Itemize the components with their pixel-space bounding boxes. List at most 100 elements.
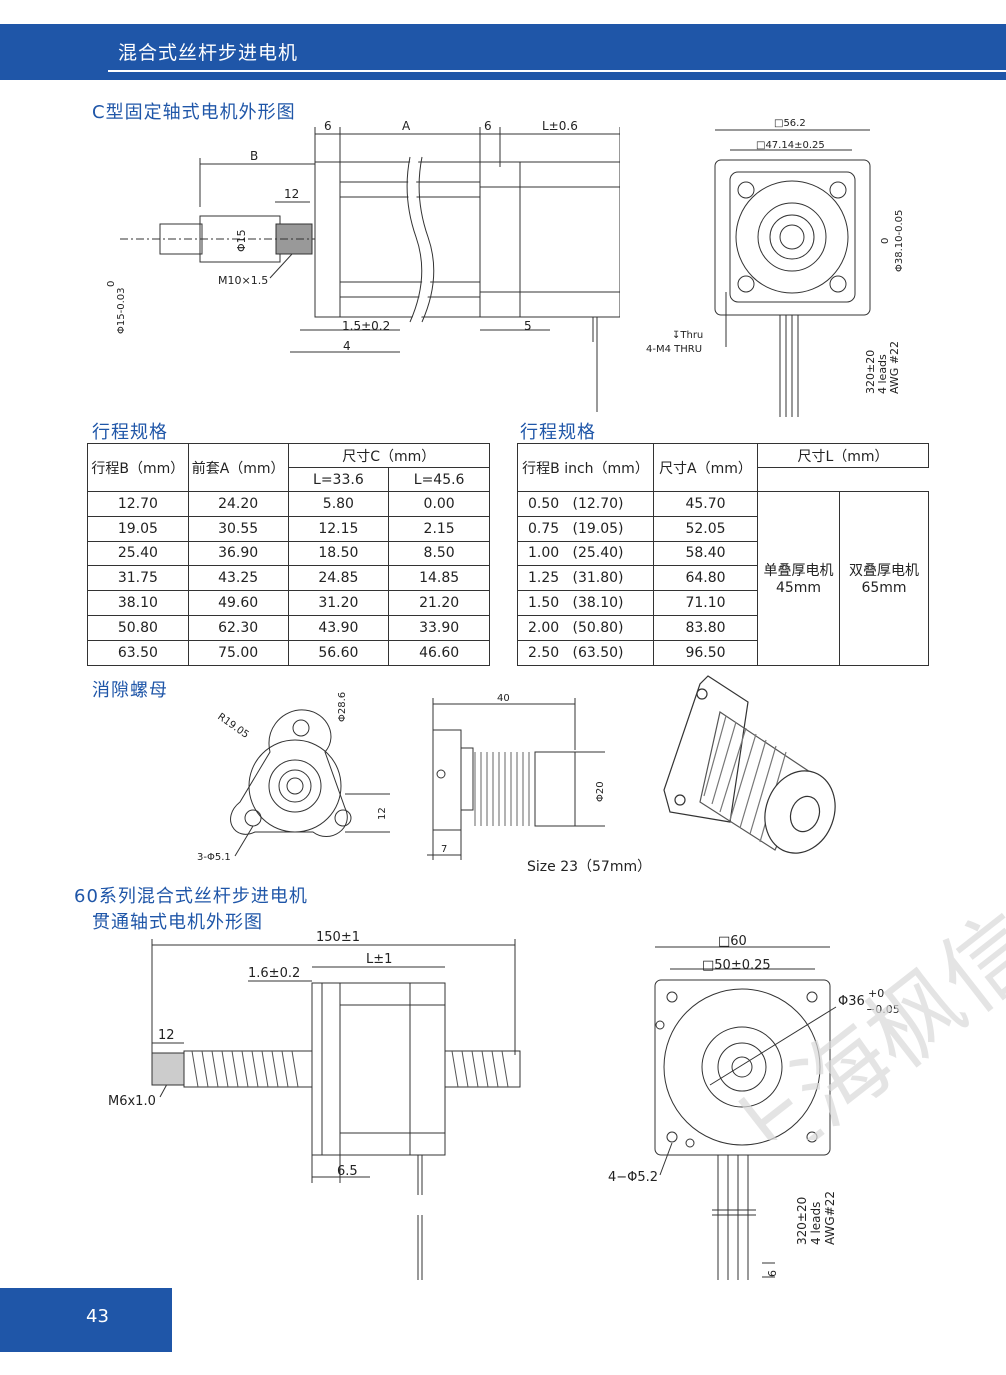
cell: 45.70 — [653, 491, 758, 517]
nut-size-caption: Size 23（57mm） — [527, 859, 652, 875]
col-front: 前套A（mm） — [187, 443, 289, 492]
cell: (19.05) — [572, 515, 654, 542]
cell: 64.80 — [653, 565, 758, 592]
col-stroke-inch: 行程B inch（mm） — [517, 443, 654, 492]
cell: (31.80) — [572, 565, 654, 592]
cell: 31.20 — [287, 590, 390, 616]
col-l2: L=45.6 — [388, 467, 490, 492]
dim-total: 150±1 — [316, 930, 360, 945]
cell: 30.55 — [187, 515, 289, 542]
cell: 36.90 — [187, 540, 289, 567]
cell: 12.15 — [287, 515, 390, 542]
thread-60: M6x1.0 — [108, 1094, 156, 1109]
cell: 8.50 — [388, 540, 490, 567]
col-stroke: 行程B（mm） — [87, 443, 189, 492]
cell: 2.15 — [388, 515, 490, 542]
dim-1-5: 1.5±0.2 — [342, 319, 390, 333]
lead-count: 4 leads — [876, 354, 889, 394]
col-size-c: 尺寸C（mm） — [287, 443, 491, 468]
cell: 0.50 — [517, 491, 573, 517]
page-title: 混合式丝杆步进电机 — [118, 42, 299, 64]
dim-phi36: Φ36 — [838, 994, 865, 1009]
nut-front-drawing: R19.05 Φ28.6 12 3-Φ5.1 — [197, 692, 390, 863]
dim-a: A — [402, 119, 411, 133]
cell: 2.50 — [517, 639, 573, 666]
c-type-side-drawing: 6 A 6 L±0.6 B 12 Φ15 M10×1.5 1.5±0.2 4 5… — [106, 119, 620, 412]
page-number-tab: 43 — [0, 1288, 172, 1352]
cell: 12.70 — [87, 491, 189, 517]
cell: 96.50 — [653, 639, 758, 666]
cell: 33.90 — [388, 614, 490, 641]
dim-60-6: 6 — [766, 1270, 779, 1277]
m4-holes: 4-M4 THRU — [646, 344, 702, 355]
cell: 1.50 — [517, 590, 573, 616]
cell: 46.60 — [388, 639, 490, 666]
tol-boss-top: 0 — [880, 238, 891, 244]
dim-nut-phi20: Φ20 — [595, 781, 606, 802]
cell: 43.25 — [187, 565, 289, 592]
cell: 21.20 — [388, 590, 490, 616]
dim-60-12: 12 — [158, 1028, 175, 1043]
table-row: 2.00(50.80)83.80 — [517, 614, 929, 641]
dim-body: L±1 — [366, 952, 392, 967]
cell: 38.10 — [87, 590, 189, 616]
cell: (63.50) — [572, 639, 654, 666]
tol-boss: Φ38.10-0.05 — [894, 210, 905, 272]
cell: 1.25 — [517, 565, 573, 592]
lead-awg: AWG #22 — [888, 341, 901, 394]
col-size-a: 尺寸A（mm） — [653, 443, 758, 492]
section-title-60-outline: 贯通轴式电机外形图 — [92, 912, 263, 933]
cell: 75.00 — [187, 639, 289, 666]
cell: 24.85 — [287, 565, 390, 592]
dim-sq50: □50±0.25 — [702, 958, 771, 973]
cell: 25.40 — [87, 540, 189, 567]
series60-end-drawing: □60 □50±0.25 Φ36 +0 −0.05 4−Φ5.2 320±20 … — [608, 934, 900, 1280]
header-bar: 混合式丝杆步进电机 — [0, 24, 1006, 80]
col-l1: L=33.6 — [287, 467, 390, 492]
dim-phi28: Φ28.6 — [337, 692, 348, 722]
dim-sq60: □60 — [718, 934, 747, 949]
tol-shaft: Φ15-0.03 — [116, 288, 127, 334]
dim-6a: 6 — [324, 119, 332, 133]
single-stack-label: 单叠厚电机 — [763, 563, 834, 580]
dim-sq56: □56.2 — [774, 118, 806, 129]
double-stack-label: 双叠厚电机 — [849, 563, 919, 580]
dim-4: 4 — [343, 339, 351, 353]
table-row: 1.00(25.40)58.40 — [517, 540, 929, 567]
holes-60: 4−Φ5.2 — [608, 1170, 658, 1185]
single-stack-value: 45mm — [775, 580, 822, 597]
stroke-table-1: 行程B（mm） 前套A（mm） 尺寸C（mm） L=33.6 L=45.6 12… — [87, 443, 491, 666]
thru-note: ↧Thru — [672, 330, 703, 341]
dim-sq47: □47.14±0.25 — [756, 140, 825, 151]
cell: 2.00 — [517, 614, 573, 641]
cell: 49.60 — [187, 590, 289, 616]
dim-nut-12: 12 — [377, 807, 388, 820]
cell: 52.05 — [653, 515, 758, 542]
cell: 18.50 — [287, 540, 390, 567]
cell: 71.10 — [653, 590, 758, 616]
dim-r19: R19.05 — [215, 711, 250, 740]
cell: 19.05 — [87, 515, 189, 542]
cell: 83.80 — [653, 614, 758, 641]
cell: (38.10) — [572, 590, 654, 616]
lead-count-60: 4 leads — [809, 1202, 823, 1245]
dim-phi15: Φ15 — [235, 229, 248, 252]
cell: (50.80) — [572, 614, 654, 641]
tol-bottom: −0.05 — [866, 1003, 900, 1016]
nut-side-drawing: 40 Φ20 7 — [427, 693, 606, 860]
section-title-60-series: 60系列混合式丝杆步进电机 — [74, 886, 308, 907]
dim-12: 12 — [284, 187, 299, 201]
section-title-c-type: C型固定轴式电机外形图 — [92, 102, 296, 123]
cell: (12.70) — [572, 491, 654, 517]
dim-flange: 1.6±0.2 — [248, 966, 300, 981]
series60-side-drawing: 150±1 L±1 1.6±0.2 12 M6x1.0 6.5 — [108, 930, 521, 1280]
c-type-end-drawing: □56.2 □47.14±0.25 0 Φ38.10-0.05 ↧Thru 4-… — [646, 118, 905, 417]
page-number: 43 — [86, 1306, 109, 1327]
